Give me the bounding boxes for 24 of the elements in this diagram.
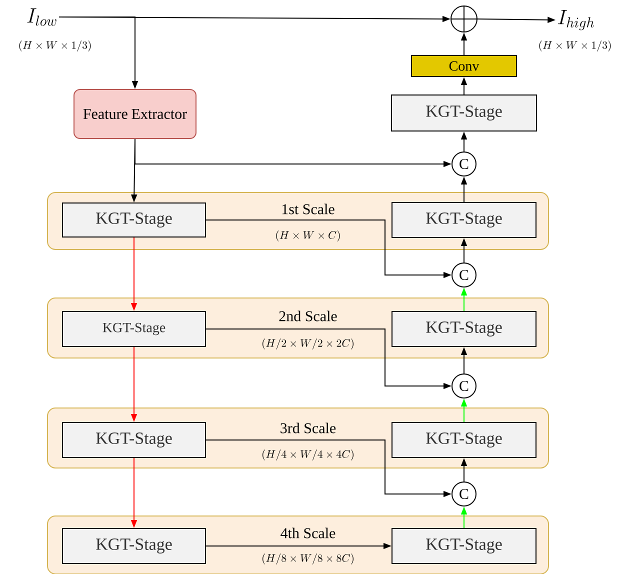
stage-box: KGT-Stage — [62, 422, 206, 458]
band-title: 4th Scale — [280, 528, 336, 538]
stage-box: KGT-Stage — [392, 528, 536, 564]
sum-circle — [450, 6, 478, 32]
conv-box: Conv — [411, 55, 517, 77]
size-label: $(H/4 \times W/4 \times 4C)$ — [262, 450, 354, 460]
extractor-box: Feature Extractor — [74, 89, 196, 139]
size-label: $(H/8 \times W/8 \times 8C)$ — [262, 554, 354, 564]
band-title: 3rd Scale — [280, 422, 336, 434]
stage-box: KGT-Stage — [62, 202, 206, 238]
symbol-label: $I_{low}$ — [27, 8, 56, 26]
band-title: 2nd Scale — [279, 310, 337, 322]
stage-box: KGT-Stage — [391, 94, 537, 132]
stage-box: KGT-Stage — [392, 202, 536, 238]
size-label: $(H/2 \times W/2 \times 2C)$ — [262, 338, 354, 350]
band-title: 1st Scale — [282, 204, 334, 214]
stage-box: KGT-Stage — [62, 528, 206, 564]
symbol-label: $I_{high}$ — [558, 10, 594, 30]
stage-box: KGT-Stage — [392, 311, 536, 347]
stage-box: KGT-Stage — [62, 311, 206, 347]
size-label: $(H \times W \times 1/3)$ — [539, 40, 611, 52]
size-label: $(H \times W \times C)$ — [276, 230, 340, 242]
stage-box: KGT-Stage — [392, 422, 536, 458]
size-label: $(H \times W \times 1/3)$ — [19, 40, 91, 52]
